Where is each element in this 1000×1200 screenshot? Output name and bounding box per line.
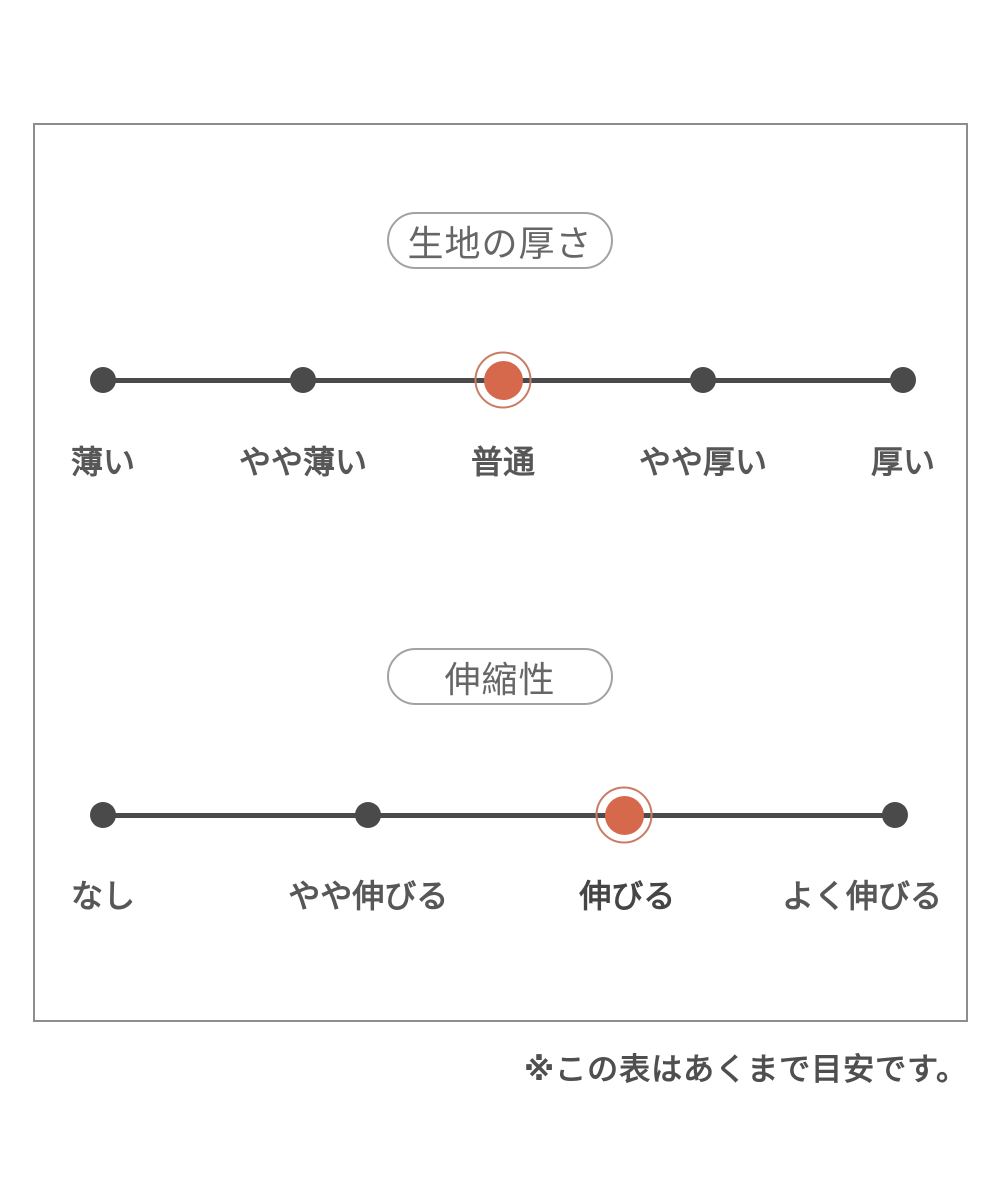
thickness-label-somewhat-thick: やや厚い	[638, 444, 768, 480]
thickness-selected-marker	[474, 351, 532, 409]
thickness-dot-somewhat-thin	[290, 367, 316, 393]
thickness-dot-thin	[90, 367, 116, 393]
thickness-title-label: 生地の厚さ	[407, 222, 593, 264]
stretch-labels-row: なし やや伸びる 伸びる よく伸びる	[71, 877, 942, 917]
thickness-dot-somewhat-thick	[690, 367, 716, 393]
thickness-label-thick: 厚い	[870, 444, 936, 480]
stretch-dot-none	[90, 802, 116, 828]
stretch-dot-very	[882, 802, 908, 828]
stretch-dot-somewhat	[355, 802, 382, 828]
stretch-label-none: なし	[70, 878, 136, 914]
selected-dot-icon	[483, 360, 523, 400]
thickness-labels-row: 薄い やや薄い 普通 やや厚い 厚い	[71, 443, 935, 483]
thickness-title-pill: 生地の厚さ	[387, 212, 613, 269]
thickness-label-somewhat-thin: やや薄い	[238, 444, 368, 480]
selected-dot-icon	[604, 795, 644, 835]
stretch-label-very: よく伸びる	[781, 878, 943, 914]
selected-ring-icon	[474, 351, 532, 409]
stretch-title-pill: 伸縮性	[387, 648, 613, 705]
stretch-label-stretches: 伸びる	[579, 878, 676, 914]
footer-note: ※この表はあくまで目安です。	[523, 1052, 968, 1087]
thickness-dot-thick	[890, 367, 916, 393]
stretch-scale-line	[103, 812, 895, 818]
stretch-label-somewhat: やや伸びる	[288, 878, 449, 914]
chart-frame	[33, 123, 968, 1022]
stretch-selected-marker	[595, 786, 653, 844]
thickness-label-normal: 普通	[470, 444, 536, 480]
stretch-title-label: 伸縮性	[444, 658, 556, 700]
thickness-label-thin: 薄い	[70, 444, 136, 480]
selected-ring-icon	[595, 786, 653, 844]
